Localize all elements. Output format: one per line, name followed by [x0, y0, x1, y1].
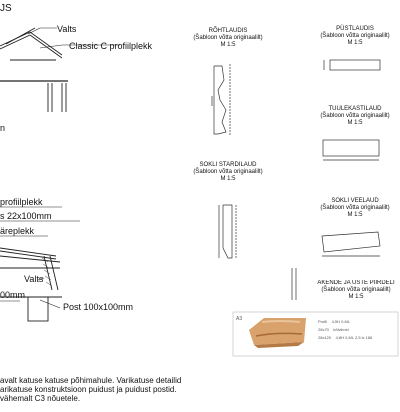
label-valts-lower: Valts [24, 274, 44, 284]
label-upper-fragment: n [0, 123, 6, 133]
lower-leaders [0, 206, 80, 309]
caption-akende-ja-uste: AKENDE JA USTE PIIRDELI (Šabloon võtta o… [312, 280, 400, 301]
label-valts-upper: Valts [57, 24, 77, 34]
eave-hatch [41, 257, 53, 287]
label-post-100x100: Post 100x100mm [63, 302, 134, 312]
caption-title: PÜSTLAUDIS [336, 26, 374, 32]
caption-subtitle: (Šabloon võtta originaalilt) [321, 287, 391, 293]
rohtlaudis-profile [211, 64, 231, 136]
spec-row: Profil 4,5H 0,ML [318, 318, 372, 326]
spec-key: 28x120 [318, 335, 332, 340]
spec-key: Profil [318, 319, 328, 324]
notes-block: avalt katuse katuse põhimahule. Varikatu… [0, 376, 181, 403]
piirdeliist-profile [291, 268, 297, 300]
note-line: vähemalt C3 nõuetele. [0, 394, 81, 403]
caption-subtitle: (Šabloon võtta originaalilt) [193, 169, 263, 175]
caption-title: SOKLI STARDILAUD [199, 162, 257, 168]
caption-scale: M 1:5 [220, 42, 236, 48]
label-laudis-22x100: s 22x100mm [0, 211, 52, 221]
product-card-frame [232, 311, 399, 357]
caption-scale: M 1:5 [348, 294, 364, 300]
caption-rohtlaudis: RÕHTLAUDIS (Šabloon võtta originaalilt) … [178, 28, 278, 49]
product-spec-table: Profil 4,5H 0,ML 28x70 kõlviimel 28x120 … [318, 318, 372, 342]
caption-tuulekastilaud: TUULEKASTILAUD (Šabloon võtta originaali… [310, 106, 400, 127]
caption-title: TUULEKASTILAUD [328, 106, 382, 112]
pustlaudis-profile [323, 59, 381, 71]
caption-subtitle: (Šabloon võtta originaalilt) [320, 205, 390, 211]
label-dimension-fragment: 00mm [0, 290, 26, 300]
caption-subtitle: (Šabloon võtta originaalilt) [320, 33, 390, 39]
tuulekastilaud-profile [322, 139, 380, 161]
moulding-image [249, 318, 306, 348]
upper-leaders [27, 27, 120, 49]
spec-row: 28x120 4,8H 0,ML 2,5 lx 186 [318, 334, 372, 342]
product-code: A3 [236, 316, 243, 322]
label-classic-c-profiilplekk: Classic C profiilplekk [69, 41, 153, 51]
caption-title: RÕHTLAUDIS [208, 28, 248, 34]
caption-scale: M 1:5 [347, 120, 363, 126]
caption-subtitle: (Šabloon võtta originaalilt) [320, 113, 390, 119]
spec-value: 4,8H 0,ML 2,5 lx 186 [335, 335, 373, 340]
caption-subtitle: (Šabloon võtta originaalilt) [193, 35, 263, 41]
lower-eave-detail [0, 247, 62, 322]
upper-roof-detail [0, 27, 68, 112]
caption-scale: M 1:5 [347, 40, 363, 46]
label-profiilplekk: profiilplekk [0, 197, 43, 207]
note-line: arikatuse konstruktsioon puidust ja puid… [0, 385, 177, 394]
caption-title: AKENDE JA USTE PIIRDELI [317, 280, 395, 286]
caption-pustlaudis: PÜSTLAUDIS (Šabloon võtta originaalilt) … [310, 26, 400, 47]
note-line: avalt katuse katuse põhimahule. Varikatu… [0, 376, 182, 385]
caption-sokli-stardilaud: SOKLI STARDILAUD (Šabloon võtta originaa… [178, 162, 278, 183]
sokli-stardilaud-profile [218, 204, 237, 259]
caption-scale: M 1:5 [347, 212, 363, 218]
sokli-veelaud-profile [321, 231, 381, 257]
spec-value: 4,5H 0,ML [331, 319, 351, 324]
spec-row: 28x70 kõlviimel [318, 326, 372, 334]
caption-sokli-veelaud: SOKLI VEELAUD (Šabloon võtta originaalil… [310, 198, 400, 219]
spec-key: 28x70 [318, 327, 329, 332]
caption-title: SOKLI VEELAUD [331, 198, 379, 204]
section-title-fragment: JS [0, 3, 12, 14]
spec-value: kõlviimel [333, 327, 349, 332]
label-aareplekk: äreplekk [0, 226, 35, 236]
caption-scale: M 1:5 [220, 176, 236, 182]
